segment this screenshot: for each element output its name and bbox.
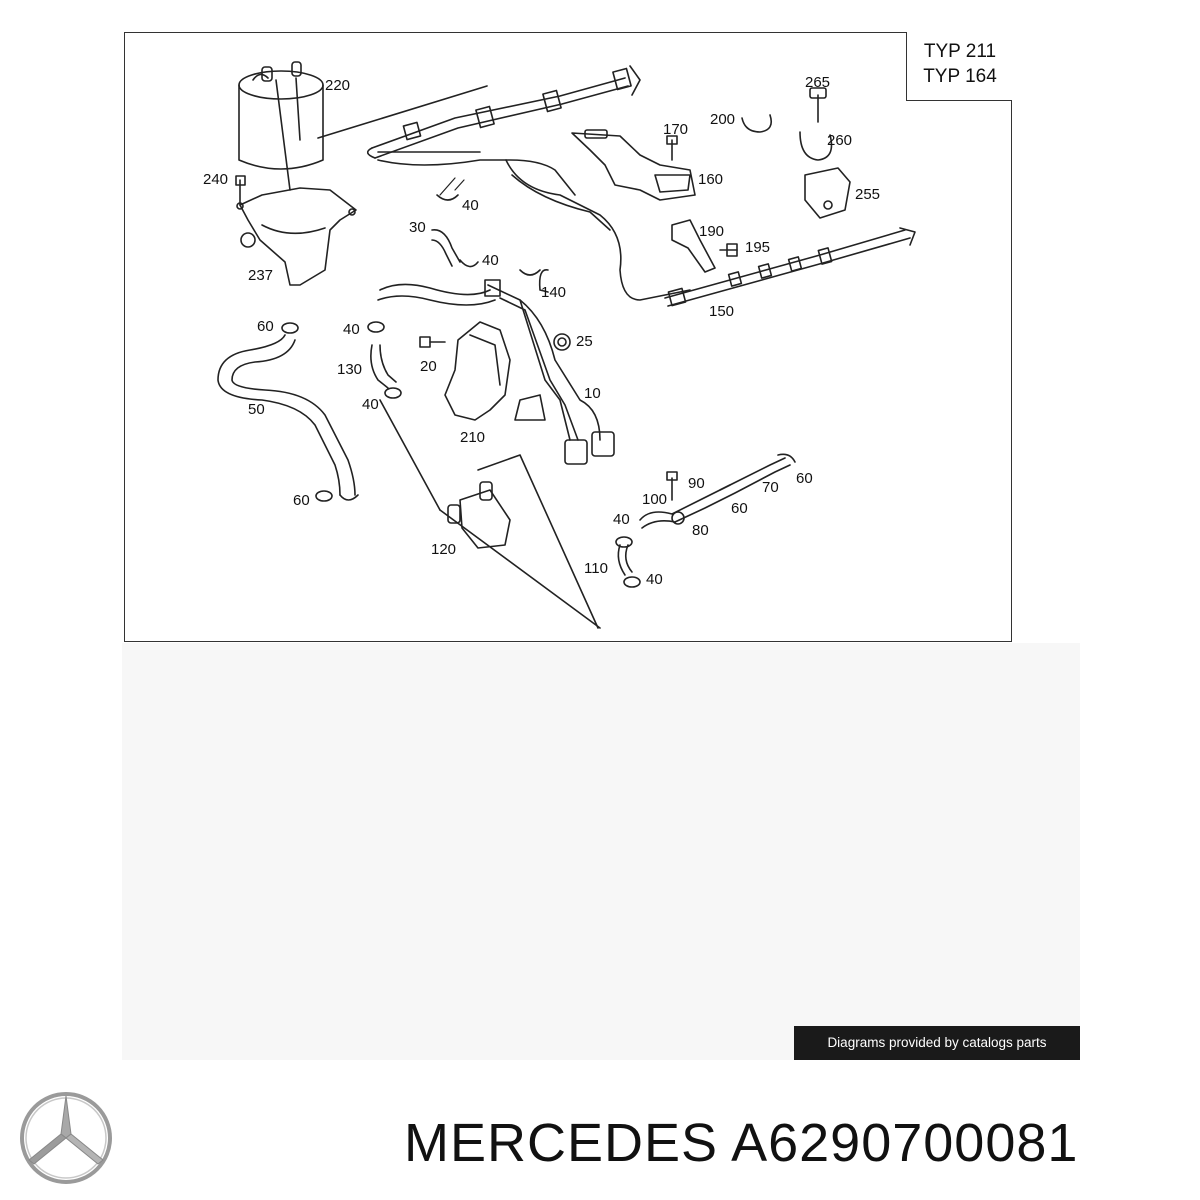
heat-shield (418, 320, 571, 421)
callout-170: 170 (663, 121, 689, 138)
callout-100: 100 (642, 491, 668, 508)
callout-30: 30 (409, 219, 426, 236)
fuel-pipe-10 (376, 278, 615, 465)
callout-210: 210 (460, 429, 486, 446)
mercedes-star-logo (20, 1092, 112, 1184)
callout-60: 60 (731, 500, 748, 517)
hose-130 (366, 320, 402, 399)
part-number: A6290700081 (731, 1113, 1079, 1173)
callout-200: 200 (710, 111, 736, 128)
callout-195: 195 (745, 239, 771, 256)
fuel-filter-canister (237, 60, 488, 191)
lower-right-hoses (614, 453, 796, 588)
callout-50: 50 (248, 401, 265, 418)
callout-40: 40 (482, 252, 499, 269)
callout-60: 60 (796, 470, 813, 487)
callout-10: 10 (584, 385, 601, 402)
callout-140: 140 (541, 284, 567, 301)
diagram-credit-banner: Diagrams provided by catalogs parts (794, 1026, 1080, 1060)
callout-240: 240 (203, 171, 229, 188)
callout-190: 190 (699, 223, 725, 240)
callout-150: 150 (709, 303, 735, 320)
callout-40: 40 (343, 321, 360, 338)
callout-40: 40 (462, 197, 479, 214)
callout-237: 237 (248, 267, 274, 284)
callout-255: 255 (855, 186, 881, 203)
callout-60: 60 (257, 318, 274, 335)
callout-130: 130 (337, 361, 363, 378)
hose-30 (430, 193, 549, 293)
brand-part-number-title: MERCEDES A6290700081 (404, 1112, 1078, 1174)
leader-lines (438, 176, 465, 196)
fuel-line-top (366, 64, 916, 307)
callout-60: 60 (293, 492, 310, 509)
callout-40: 40 (646, 571, 663, 588)
bracket-160 (570, 128, 696, 201)
callout-90: 90 (688, 475, 705, 492)
callout-40: 40 (613, 511, 630, 528)
callout-260: 260 (827, 132, 853, 149)
type-label-164: TYP 164 (923, 66, 997, 87)
hose-50 (216, 321, 359, 502)
filter-bracket (234, 174, 357, 286)
fuel-cooler-120 (378, 398, 601, 629)
brand-name: MERCEDES (404, 1113, 719, 1173)
callout-20: 20 (420, 358, 437, 375)
callout-80: 80 (692, 522, 709, 539)
parts-diagram-drawing (216, 60, 916, 629)
clamp-group (740, 86, 851, 219)
callout-120: 120 (431, 541, 457, 558)
callout-70: 70 (762, 479, 779, 496)
type-designation-box: TYP 211 TYP 164 (906, 32, 1012, 101)
parts-diagram-frame (124, 32, 1012, 642)
callout-265: 265 (805, 74, 831, 91)
callout-40: 40 (362, 396, 379, 413)
type-label-211: TYP 211 (923, 41, 997, 62)
bracket-190 (670, 218, 738, 273)
callout-110: 110 (584, 560, 608, 577)
callout-160: 160 (698, 171, 724, 188)
callout-220: 220 (325, 77, 351, 94)
callout-25: 25 (576, 333, 593, 350)
diagram-background (122, 643, 1080, 1060)
